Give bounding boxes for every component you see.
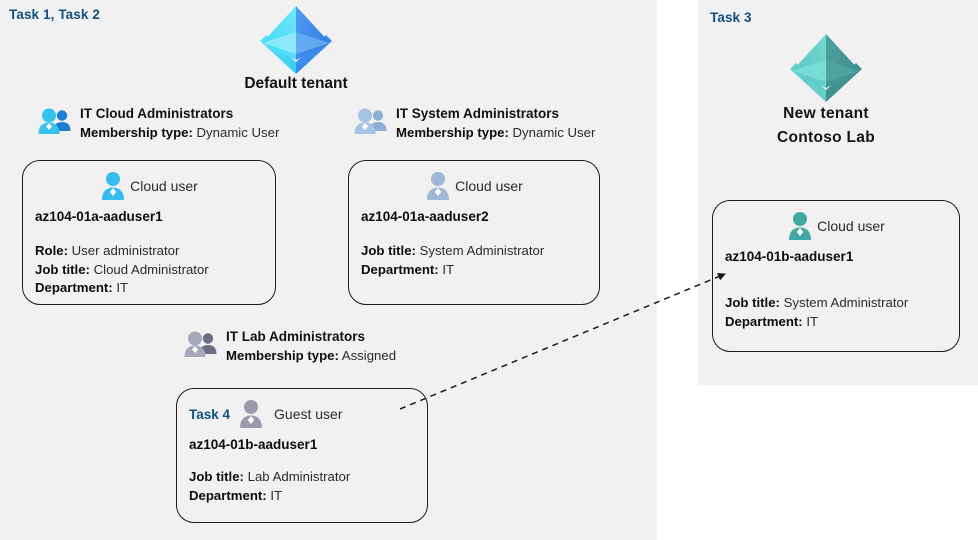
- attr-department: Department: IT: [35, 279, 263, 298]
- card-header: Cloud user: [725, 209, 947, 243]
- user-attributes: Job title: System Administrator Departme…: [361, 242, 587, 279]
- attr-job-title: Job title: Lab Administrator: [189, 468, 415, 487]
- attr-key: Job title:: [189, 469, 244, 484]
- group-it-system-administrators: IT System Administrators Membership type…: [352, 104, 595, 142]
- attr-value: IT: [806, 313, 819, 329]
- default-tenant-panel: [0, 0, 657, 540]
- card-header: Task 4 Guest user: [189, 397, 415, 431]
- attr-value: System Administrator: [783, 295, 909, 310]
- attr-job-title: Job title: System Administrator: [725, 294, 947, 313]
- cloud-user-icon: [102, 172, 125, 200]
- user-attributes: Job title: Lab Administrator Department:…: [189, 468, 415, 505]
- user-name: az104-01a-aaduser1: [35, 209, 163, 224]
- user-card-guest-aaduser1[interactable]: Task 4 Guest user az104-01b-aaduser1 Job…: [176, 388, 428, 523]
- group-name: IT Lab Administrators: [226, 329, 366, 344]
- user-name: az104-01a-aaduser2: [361, 209, 489, 224]
- group-name: IT System Administrators: [396, 106, 560, 121]
- tenant-new-name-line1: New tenant: [783, 105, 869, 122]
- attr-value: IT: [116, 280, 129, 295]
- group-membership-value: Dynamic User: [196, 125, 280, 140]
- group-membership-type: Membership type: Dynamic User: [80, 123, 279, 142]
- user-name: az104-01b-aaduser1: [725, 249, 854, 264]
- cloud-user-icon: [427, 172, 450, 200]
- tenant-new-name-line2: Contoso Lab: [776, 129, 875, 146]
- group-users-icon: [184, 331, 217, 357]
- attr-key: Job title:: [35, 261, 90, 277]
- group-users-icon: [38, 108, 71, 134]
- attr-key: Department:: [35, 280, 113, 295]
- guest-user-icon: [240, 400, 263, 428]
- attr-department: Department: IT: [725, 313, 947, 332]
- attr-value: IT: [442, 261, 455, 277]
- group-membership-value: Dynamic User: [512, 125, 596, 140]
- tenant-default: Default tenant: [196, 2, 396, 94]
- attr-department: Department: IT: [189, 487, 415, 506]
- group-membership-label: Membership type:: [396, 125, 509, 140]
- attr-department: Department: IT: [361, 261, 587, 280]
- attr-job-title: Job title: System Administrator: [361, 242, 587, 261]
- attr-job-title: Job title: Cloud Administrator: [35, 261, 263, 280]
- attr-key: Job title:: [361, 243, 416, 258]
- cloud-user-icon: [789, 212, 812, 240]
- card-header: Cloud user: [35, 169, 263, 203]
- user-attributes: Job title: System Administrator Departme…: [725, 294, 947, 331]
- attr-role: Role: User administrator: [35, 242, 263, 261]
- group-membership-type: Membership type: Assigned: [226, 346, 396, 365]
- azure-ad-tenant-icon: [790, 34, 862, 102]
- card-header: Cloud user: [361, 169, 587, 203]
- attr-key: Department:: [189, 487, 267, 503]
- group-it-cloud-administrators: IT Cloud Administrators Membership type:…: [36, 104, 279, 142]
- user-attributes: Role: User administrator Job title: Clou…: [35, 242, 263, 298]
- attr-key: Job title:: [725, 295, 780, 310]
- task-label-1-2: Task 1, Task 2: [9, 7, 100, 22]
- task-label-4: Task 4: [189, 406, 231, 422]
- group-name: IT Cloud Administrators: [80, 106, 234, 121]
- user-type-label: Cloud user: [817, 218, 885, 234]
- tenant-default-name: Default tenant: [244, 75, 348, 92]
- user-card-aaduser1[interactable]: Cloud user az104-01a-aaduser1 Role: User…: [22, 160, 276, 305]
- user-card-aaduser1-contoso[interactable]: Cloud user az104-01b-aaduser1 Job title:…: [712, 200, 960, 352]
- attr-value: User administrator: [71, 243, 180, 258]
- user-type-label: Cloud user: [455, 178, 523, 194]
- user-name: az104-01b-aaduser1: [189, 437, 318, 452]
- tenant-new: New tenant Contoso Lab: [726, 30, 926, 150]
- attr-value: Lab Administrator: [247, 469, 351, 484]
- task-label-3: Task 3: [710, 10, 752, 25]
- group-it-lab-administrators: IT Lab Administrators Membership type: A…: [182, 327, 396, 365]
- attr-key: Department:: [725, 313, 803, 329]
- group-membership-label: Membership type:: [80, 125, 193, 140]
- group-membership-type: Membership type: Dynamic User: [396, 123, 595, 142]
- user-card-aaduser2[interactable]: Cloud user az104-01a-aaduser2 Job title:…: [348, 160, 600, 305]
- user-type-label: Guest user: [274, 406, 343, 422]
- user-type-label: Cloud user: [130, 178, 198, 194]
- group-users-icon: [354, 108, 387, 134]
- group-membership-value: Assigned: [341, 348, 397, 363]
- attr-key: Role:: [35, 243, 68, 258]
- azure-ad-tenant-icon: [260, 6, 332, 74]
- group-membership-label: Membership type:: [226, 348, 339, 363]
- attr-value: Cloud Administrator: [93, 261, 209, 277]
- attr-value: IT: [270, 487, 283, 503]
- attr-key: Department:: [361, 261, 439, 277]
- attr-value: System Administrator: [419, 243, 545, 258]
